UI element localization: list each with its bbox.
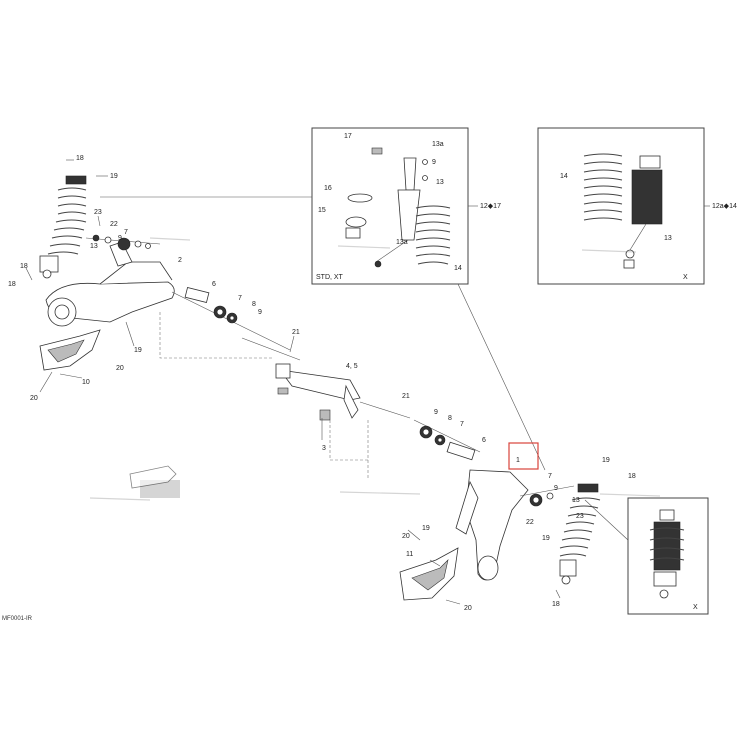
inset-std-shock: [345, 147, 451, 268]
left-guard: [39, 329, 101, 371]
callout-18: 18: [76, 155, 84, 162]
callout-7: 7: [238, 295, 242, 302]
left-bolt-stack: [85, 234, 161, 251]
callout-14: 14: [454, 265, 462, 272]
right-bushings: [413, 419, 481, 461]
callout-leaders: [25, 159, 561, 605]
callout-9: 9: [258, 309, 262, 316]
callout-17: 17: [344, 133, 352, 140]
callout-3: 3: [322, 445, 326, 452]
callout-13: 13: [90, 243, 98, 250]
callout-11: 11: [406, 551, 413, 558]
callout-23: 23: [576, 513, 584, 520]
callout-20: 20: [116, 365, 124, 372]
left-swing-arm: [45, 241, 175, 327]
callout-6: 6: [482, 437, 486, 444]
callout-8: 8: [252, 301, 256, 308]
inset-caption: X: [683, 274, 688, 281]
callout-20: 20: [402, 533, 410, 540]
callout-1: 1: [516, 457, 520, 464]
watermark: [89, 237, 661, 501]
callout-22: 22: [110, 221, 118, 228]
callout-14: 14: [560, 173, 568, 180]
callout-9: 9: [554, 485, 558, 492]
callout-19: 19: [602, 457, 610, 464]
callout-16: 16: [324, 185, 332, 192]
callout-7: 7: [124, 229, 128, 236]
inset-caption: STD, XT: [316, 274, 344, 281]
callout-19: 19: [110, 173, 118, 180]
orientation-arrow: [129, 465, 177, 489]
callout-12-17: 12◆17: [480, 203, 501, 210]
callout-21: 21: [292, 329, 300, 336]
inset-x-shock: [583, 153, 663, 269]
callout-13a: 13a: [396, 239, 408, 246]
callout-13: 13: [436, 179, 444, 186]
callout-18: 18: [628, 473, 636, 480]
callout-labels: 18 19 23 22 7 9 13 2 18 18 19 20 10 20 6…: [8, 133, 737, 612]
drawing-code: MF0001-IR: [2, 616, 33, 622]
callout-9: 9: [434, 409, 438, 416]
callout-13: 13: [664, 235, 672, 242]
callout-20: 20: [464, 605, 472, 612]
callout-9: 9: [118, 235, 122, 242]
callout-15: 15: [318, 207, 326, 214]
highlight-part-1: [508, 442, 539, 470]
callout-6: 6: [212, 281, 216, 288]
callout-23: 23: [94, 209, 102, 216]
callout-10: 10: [82, 379, 90, 386]
callout-2: 2: [178, 257, 182, 264]
right-guard: [399, 547, 459, 601]
callout-22: 22: [526, 519, 534, 526]
callout-8: 8: [448, 415, 452, 422]
callout-19: 19: [134, 347, 142, 354]
callout-19: 19: [542, 535, 550, 542]
callout-7: 7: [548, 473, 552, 480]
callout-13a: 13a: [432, 141, 444, 148]
inset-x-shock-assembly: [649, 509, 685, 599]
inset-caption: X: [693, 604, 698, 611]
callout-7: 7: [460, 421, 464, 428]
left-shock: [39, 175, 87, 279]
callout-9: 9: [432, 159, 436, 166]
callout-20: 20: [30, 395, 38, 402]
center-linkage: [275, 363, 361, 421]
callout-4-5: 4, 5: [346, 363, 358, 370]
callout-13: 13: [572, 497, 580, 504]
right-swing-arm: [455, 469, 529, 581]
inset-x-top: X: [537, 127, 705, 285]
callout-18: 18: [552, 601, 560, 608]
callout-19: 19: [422, 525, 430, 532]
callout-21: 21: [402, 393, 410, 400]
inset-std-xt: STD, XT: [311, 127, 469, 285]
left-bushings: [171, 287, 291, 351]
callout-12a-14: 12a◆14: [712, 203, 737, 210]
right-shock: [519, 483, 601, 585]
callout-18: 18: [8, 281, 16, 288]
callout-18: 18: [20, 263, 28, 270]
